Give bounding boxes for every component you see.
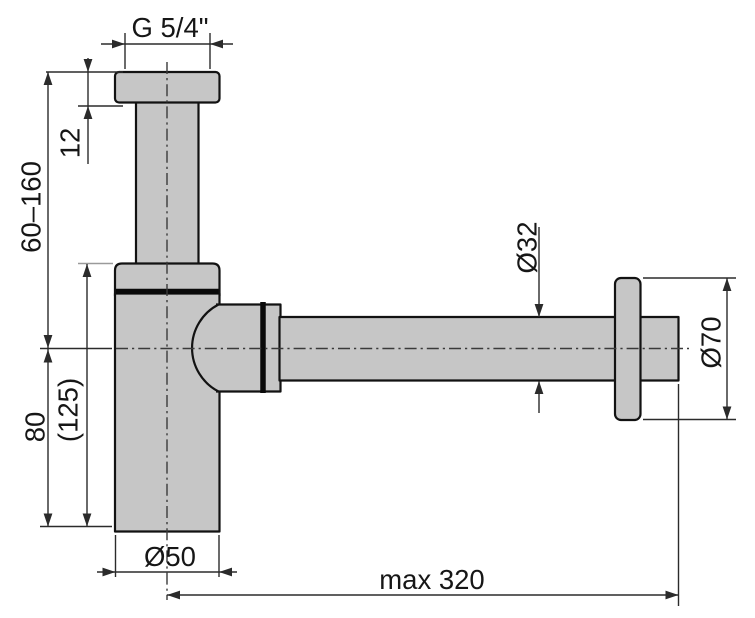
arrowhead [722, 278, 732, 291]
dim-flange-diameter: Ø70 [643, 277, 736, 421]
arrowhead [210, 39, 223, 49]
dim-body-height-overall: (125) [53, 262, 113, 527]
dim-flange-height: 12 [46, 58, 123, 164]
outlet-stub [216, 304, 281, 392]
dim-thread-size: G 5/4" [101, 12, 233, 69]
arrowhead [83, 106, 93, 119]
body-height-label: 80 [20, 412, 51, 443]
pipe-diameter-label: Ø32 [512, 222, 543, 274]
thread-size-label: G 5/4" [131, 12, 208, 43]
arrowhead [722, 406, 732, 420]
arrowhead [534, 381, 544, 394]
dim-height-range: 60–160 [16, 72, 112, 527]
body-diameter-label: Ø50 [144, 541, 196, 572]
centerlines [116, 62, 689, 600]
arrowhead [82, 513, 92, 527]
max-length-label: max 320 [379, 564, 484, 595]
height-range-label: 60–160 [16, 161, 47, 253]
arrowhead [112, 39, 125, 49]
arrowhead [43, 349, 53, 363]
arrowhead [665, 590, 679, 600]
arrowhead [43, 335, 53, 348]
arrowhead [534, 304, 544, 317]
dim-body-height: 80 [20, 349, 112, 528]
arrowhead [102, 567, 116, 577]
siphon-assembly [113, 70, 680, 533]
arrowhead [167, 590, 180, 600]
dim-body-diameter: Ø50 [97, 535, 237, 577]
arrowhead [43, 72, 53, 85]
dim-max-length: max 320 [167, 384, 680, 606]
arrowhead [82, 264, 92, 277]
arrowhead [83, 59, 93, 72]
body-height-overall-label: (125) [53, 378, 84, 442]
dim-pipe-diameter: Ø32 [512, 222, 544, 413]
arrowhead [43, 513, 53, 527]
flange-height-label: 12 [55, 128, 86, 159]
flange-diameter-label: Ø70 [696, 317, 727, 369]
arrowhead [219, 567, 232, 577]
